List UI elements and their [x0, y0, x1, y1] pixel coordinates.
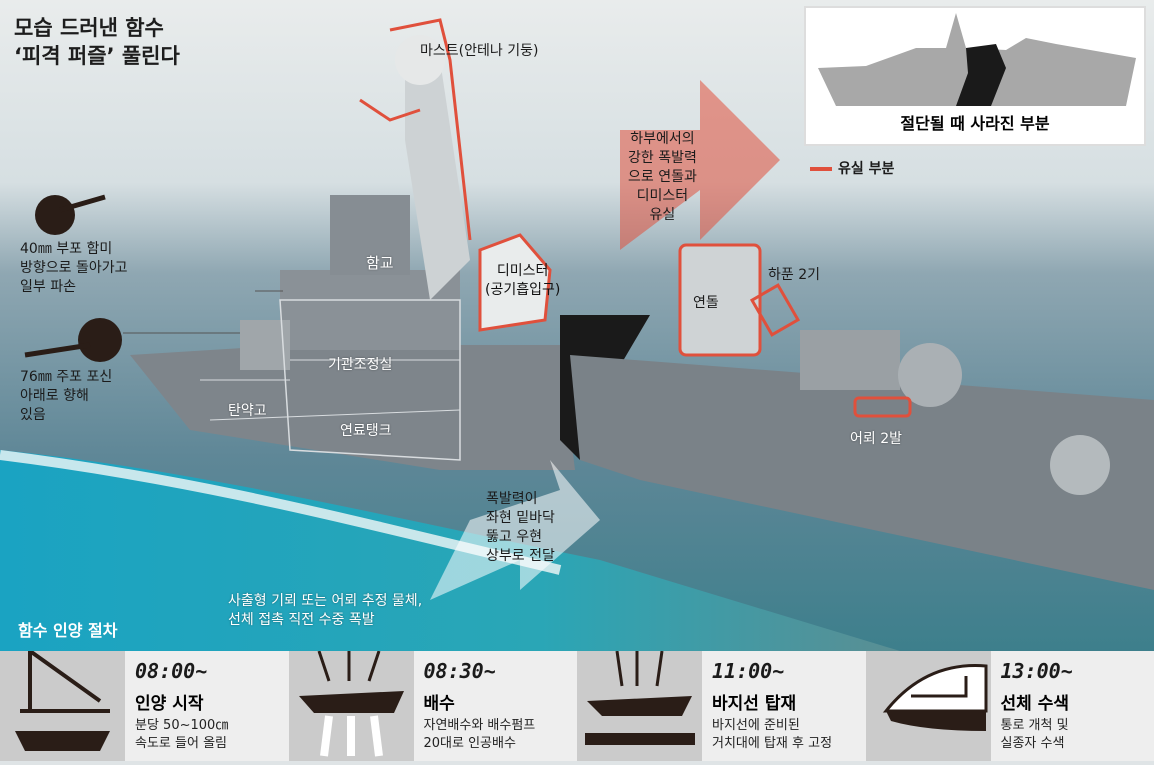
- page-title: 모습 드러낸 함수‘피격 퍼즐’ 풀린다: [14, 14, 180, 70]
- legend-swatch: [810, 167, 832, 171]
- text-line: 유실: [628, 206, 697, 225]
- title-line-2: ‘피격 퍼즐’ 풀린다: [14, 42, 180, 70]
- text-line: 76㎜ 주포 포신: [20, 368, 112, 387]
- text-line: 뚫고 우현: [486, 528, 555, 547]
- label-demister: 디미스터 (공기흡입구): [485, 262, 560, 300]
- text-line: 있음: [20, 406, 112, 425]
- label-explosion: 사출형 기뢰 또는 어뢰 추정 물체,선체 접촉 직전 수중 폭발: [228, 592, 422, 630]
- step-time: 08:30~: [424, 659, 536, 683]
- barge-icon: [577, 651, 702, 761]
- step-desc: 거치대에 탑재 후 고정: [712, 735, 832, 753]
- step-name: 인양 시작: [135, 689, 228, 714]
- step-time: 11:00~: [712, 659, 832, 683]
- step-desc: 분당 50~100㎝: [135, 717, 228, 735]
- label-bridge: 함교: [366, 254, 394, 273]
- step-name: 바지선 탑재: [712, 689, 832, 714]
- text-line: 강한 폭발력: [628, 149, 697, 168]
- step-time: 08:00~: [135, 659, 228, 683]
- step-desc: 20대로 인공배수: [424, 735, 536, 753]
- step-desc: 바지선에 준비된: [712, 717, 832, 735]
- hull-search-icon: [866, 651, 991, 761]
- step-desc: 통로 개척 및: [1001, 717, 1073, 735]
- inset-ship-diagram: 절단될 때 사라진 부분: [804, 6, 1146, 146]
- text-line: 폭발력이: [486, 490, 555, 509]
- step-desc: 자연배수와 배수펌프: [424, 717, 536, 735]
- step-desc: 실종자 수색: [1001, 735, 1073, 753]
- ship-silhouette-icon: [806, 8, 1144, 108]
- label-engine-room: 기관조정실: [328, 356, 392, 375]
- title-line-1: 모습 드러낸 함수: [14, 14, 180, 42]
- text-line: 40㎜ 부포 함미: [20, 240, 128, 259]
- text-line: 일부 파손: [20, 278, 128, 297]
- label-funnel: 연돌: [693, 294, 719, 313]
- text-line: 선체 접촉 직전 수중 폭발: [228, 611, 422, 630]
- label-magazine: 탄약고: [228, 402, 267, 421]
- step-name: 배수: [424, 689, 536, 714]
- step-name: 선체 수색: [1001, 689, 1073, 714]
- label-torpedo: 어뢰 2발: [850, 430, 902, 449]
- inset-label: 절단될 때 사라진 부분: [806, 110, 1144, 134]
- draining-ship-icon: [289, 651, 414, 761]
- crane-icon: [0, 651, 125, 761]
- label-mast: 마스트(안테나 기둥): [420, 42, 538, 61]
- label-harpoon: 하푼 2기: [768, 266, 820, 285]
- text-line: 아래로 향해: [20, 387, 112, 406]
- text-line: 으로 연돌과: [628, 168, 697, 187]
- text-line: 방향으로 돌아가고: [20, 259, 128, 278]
- steps-title: 함수 인양 절차: [18, 621, 117, 640]
- label-fuel-tank: 연료탱크: [340, 422, 392, 441]
- legend: 유실 부분: [810, 160, 894, 179]
- step-time: 13:00~: [1001, 659, 1073, 683]
- legend-label: 유실 부분: [838, 161, 894, 177]
- text-line: 좌현 밑바닥: [486, 509, 555, 528]
- step-desc: 속도로 들어 올림: [135, 735, 228, 753]
- text-line: 디미스터: [628, 187, 697, 206]
- text-line: 하부에서의: [628, 130, 697, 149]
- text-line: 사출형 기뢰 또는 어뢰 추정 물체,: [228, 592, 422, 611]
- text-line: 상부로 전달: [486, 547, 555, 566]
